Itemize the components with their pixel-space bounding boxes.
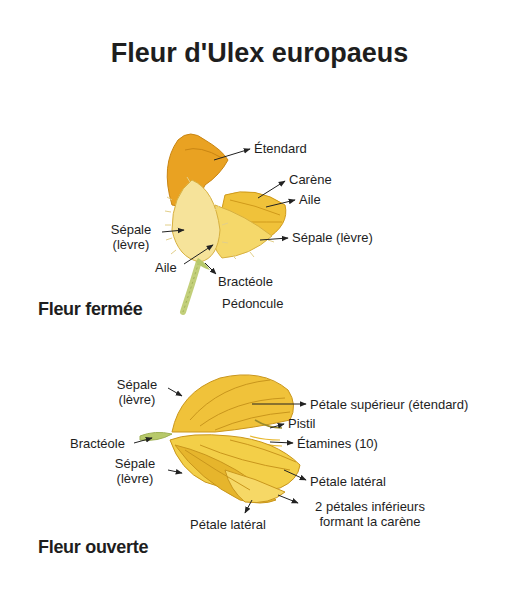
part-label: Sépale (lèvre)	[100, 222, 162, 252]
right-sepal	[212, 205, 272, 258]
leader-line	[252, 404, 306, 405]
bracteole-open	[140, 432, 172, 440]
sepal-veins	[190, 380, 290, 430]
part-label: Pétale supérieur (étendard)	[310, 397, 468, 412]
part-label: Bractéole	[70, 436, 125, 451]
petal-veins-open	[185, 440, 296, 490]
part-label: Sépale (lèvre)	[106, 377, 168, 407]
section-heading: Fleur fermée	[38, 298, 142, 320]
part-label: Pétale latéral	[190, 517, 266, 532]
part-label: Carène	[289, 172, 332, 187]
keel-petals	[225, 470, 285, 503]
peduncle-texture	[183, 258, 200, 312]
sepal-hairs	[165, 177, 274, 259]
upper-sepal	[172, 375, 294, 432]
part-label: Étendard	[254, 141, 307, 156]
section-heading: Fleur ouverte	[38, 536, 148, 558]
pistil	[255, 420, 282, 428]
diagram-title: Fleur d'Ulex europaeus	[0, 36, 519, 70]
leader-line	[162, 230, 184, 232]
leader-line	[270, 442, 293, 443]
bracteole	[196, 258, 210, 270]
part-label: Pédoncule	[222, 296, 283, 311]
leader-line	[278, 495, 298, 503]
standard-vein	[185, 149, 222, 158]
leader-line	[184, 245, 213, 264]
leader-lines	[134, 149, 306, 513]
part-label: Aile	[299, 192, 321, 207]
part-label: Pétale latéral	[310, 474, 386, 489]
leader-line	[168, 388, 182, 396]
peduncle	[183, 258, 200, 312]
part-label: Bractéole	[218, 274, 273, 289]
part-label: Pistil	[288, 416, 315, 431]
leader-line	[260, 238, 288, 240]
part-label: Sépale (lèvre)	[292, 230, 373, 245]
leader-line	[205, 263, 216, 274]
leader-line	[270, 424, 284, 428]
leader-line	[245, 500, 252, 513]
part-label: 2 pétales inférieurs formant la carène	[300, 499, 440, 529]
left-sepal	[172, 180, 220, 262]
leader-line	[258, 181, 285, 198]
leader-line	[266, 200, 295, 207]
part-label: Sépale (lèvre)	[104, 456, 166, 486]
open-flower	[140, 375, 300, 503]
leader-line	[168, 470, 182, 473]
part-label: Étamines (10)	[297, 436, 378, 451]
leader-line	[134, 438, 152, 443]
part-label: Aile	[155, 260, 177, 275]
leader-line	[214, 149, 250, 160]
leader-line	[284, 470, 306, 480]
closed-flower	[165, 134, 286, 312]
